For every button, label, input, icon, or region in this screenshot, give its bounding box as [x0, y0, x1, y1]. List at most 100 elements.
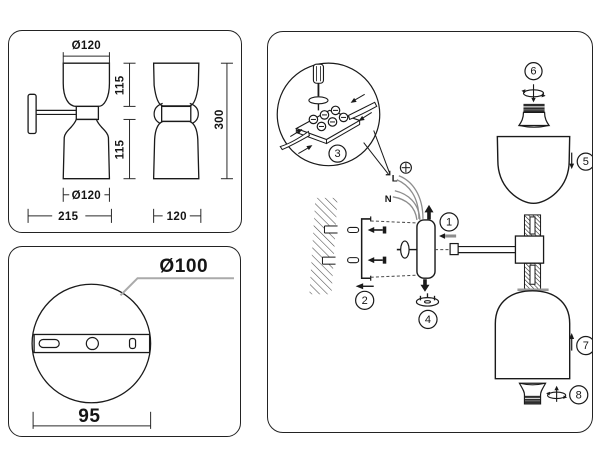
- drill-hole-bottom: [321, 256, 336, 265]
- dim-overall-height: 300: [214, 62, 233, 180]
- threaded-tube-lower: [523, 262, 542, 290]
- mounting-screw-top: [367, 226, 387, 234]
- step-2-number: 2: [362, 295, 368, 307]
- step-8-number: 8: [576, 389, 582, 401]
- lamp-arm: [449, 242, 516, 256]
- small-hole: [128, 337, 137, 350]
- dim-mounting-width: 95: [32, 406, 152, 429]
- wall-hatching: [309, 197, 338, 295]
- socket-ring: [518, 382, 547, 405]
- step-callout-7: 7: [576, 335, 592, 356]
- dim-mounting-width-label: 95: [78, 406, 100, 427]
- dim-top-diameter-label: Ø120: [72, 40, 101, 52]
- step-callout-5: 5: [576, 152, 592, 171]
- base-plate-drawing: Ø100 95: [31, 256, 234, 429]
- dim-lower-height: 115: [114, 118, 136, 180]
- locking-toggle: [396, 240, 417, 259]
- dim-bottom-diameter-label: Ø120: [72, 190, 101, 202]
- terminal-block: [294, 105, 361, 145]
- dim-plate-diameter: Ø100: [119, 256, 234, 297]
- assembly-panel: 3 L N: [267, 31, 593, 433]
- dimensions-drawing: Ø120 115 115: [27, 40, 233, 223]
- dim-front-width: 120: [153, 208, 202, 223]
- earth-symbol-icon: [399, 161, 412, 174]
- step-7-number: 7: [583, 340, 589, 352]
- step-5-number: 5: [583, 156, 589, 168]
- dim-plate-diameter-label: Ø100: [159, 256, 208, 277]
- finial-cap: [517, 103, 551, 128]
- bubble-leader-2: [373, 130, 391, 174]
- sconce-front-view: [152, 62, 200, 180]
- wire-up-arrow: [424, 204, 434, 220]
- base-plate-panel: Ø100 95: [8, 246, 241, 437]
- lower-shade: [494, 290, 571, 380]
- wiring-labels: L N: [385, 161, 412, 205]
- dim-lower-height-label: 115: [114, 140, 126, 160]
- wire-live-label: L: [392, 174, 398, 185]
- dim-bottom-diameter: Ø120: [62, 187, 110, 202]
- step-5-arrow: [569, 152, 575, 170]
- front-neck-left-arc: [153, 102, 163, 126]
- dim-upper-height: 115: [114, 62, 136, 107]
- assembly-drawing: 3 L N: [276, 62, 592, 405]
- dim-top-diameter: Ø120: [62, 40, 110, 66]
- front-center-block: [161, 105, 192, 123]
- step-callout-6: 6: [524, 62, 543, 81]
- bubble-wire-right: [348, 101, 378, 121]
- dim-overall-width-label: 215: [58, 211, 78, 223]
- step-1-set-screw: [439, 233, 457, 239]
- wire-neutral: [392, 196, 418, 221]
- bubble-leader-1: [363, 142, 390, 176]
- detail-bubble: 3: [276, 62, 391, 176]
- step-callout-1: 1: [439, 212, 459, 232]
- wall-plate: [27, 93, 37, 135]
- upper-shade: [496, 135, 571, 205]
- canopy-down-arrow: [420, 279, 430, 292]
- align-dash-top: [370, 220, 417, 224]
- base-plate-circle: [31, 283, 152, 404]
- bubble-wire-left: [279, 130, 310, 151]
- bubble-leader-corner: [385, 170, 391, 176]
- arm-connector: [449, 242, 459, 256]
- sconce-side-view: [27, 62, 111, 180]
- wall-anchor-top: [347, 226, 360, 234]
- insertion-arrows: [290, 93, 372, 155]
- step-4-number: 4: [425, 314, 431, 326]
- dim-overall-width: 215: [27, 208, 112, 223]
- align-dash-bottom: [370, 274, 417, 278]
- front-lower-shade: [152, 120, 200, 180]
- step-3-number: 3: [334, 148, 340, 160]
- step-6-number: 6: [530, 66, 536, 78]
- mounting-screw-bottom: [367, 256, 387, 264]
- lower-shade-outline: [62, 118, 111, 180]
- rotation-arrow-icon-bottom: [546, 385, 568, 402]
- retainer-disc: [415, 293, 440, 307]
- threaded-tube-upper: [523, 214, 542, 237]
- terminal-posts: [308, 105, 349, 132]
- step-callout-8: 8: [569, 385, 589, 405]
- mounting-bar: [33, 333, 151, 354]
- front-neck-right-arc: [189, 102, 199, 126]
- washer-icon: [308, 96, 329, 111]
- center-hole: [85, 336, 99, 351]
- mounting-slot: [38, 338, 60, 349]
- step-callout-4: 4: [418, 309, 438, 330]
- upper-shade-outline: [62, 62, 111, 108]
- dim-front-width-label: 120: [167, 211, 187, 223]
- front-upper-shade: [152, 62, 200, 107]
- mounting-bracket: [360, 216, 372, 281]
- step-2-arrow: [355, 283, 374, 290]
- step-1-number: 1: [446, 216, 452, 228]
- supply-wires: [392, 175, 424, 221]
- canopy: [416, 219, 436, 279]
- central-hub: [514, 235, 545, 264]
- step-callout-3: 3: [328, 144, 347, 163]
- wire-neutral-label: N: [385, 194, 392, 205]
- plate-diameter-leader: [119, 277, 234, 297]
- dimensions-panel: Ø120 115 115: [8, 30, 242, 233]
- step-callout-2: 2: [355, 290, 375, 310]
- step-7-arrow: [569, 333, 575, 351]
- drill-hole-top: [323, 225, 338, 234]
- dim-overall-height-label: 300: [214, 109, 226, 129]
